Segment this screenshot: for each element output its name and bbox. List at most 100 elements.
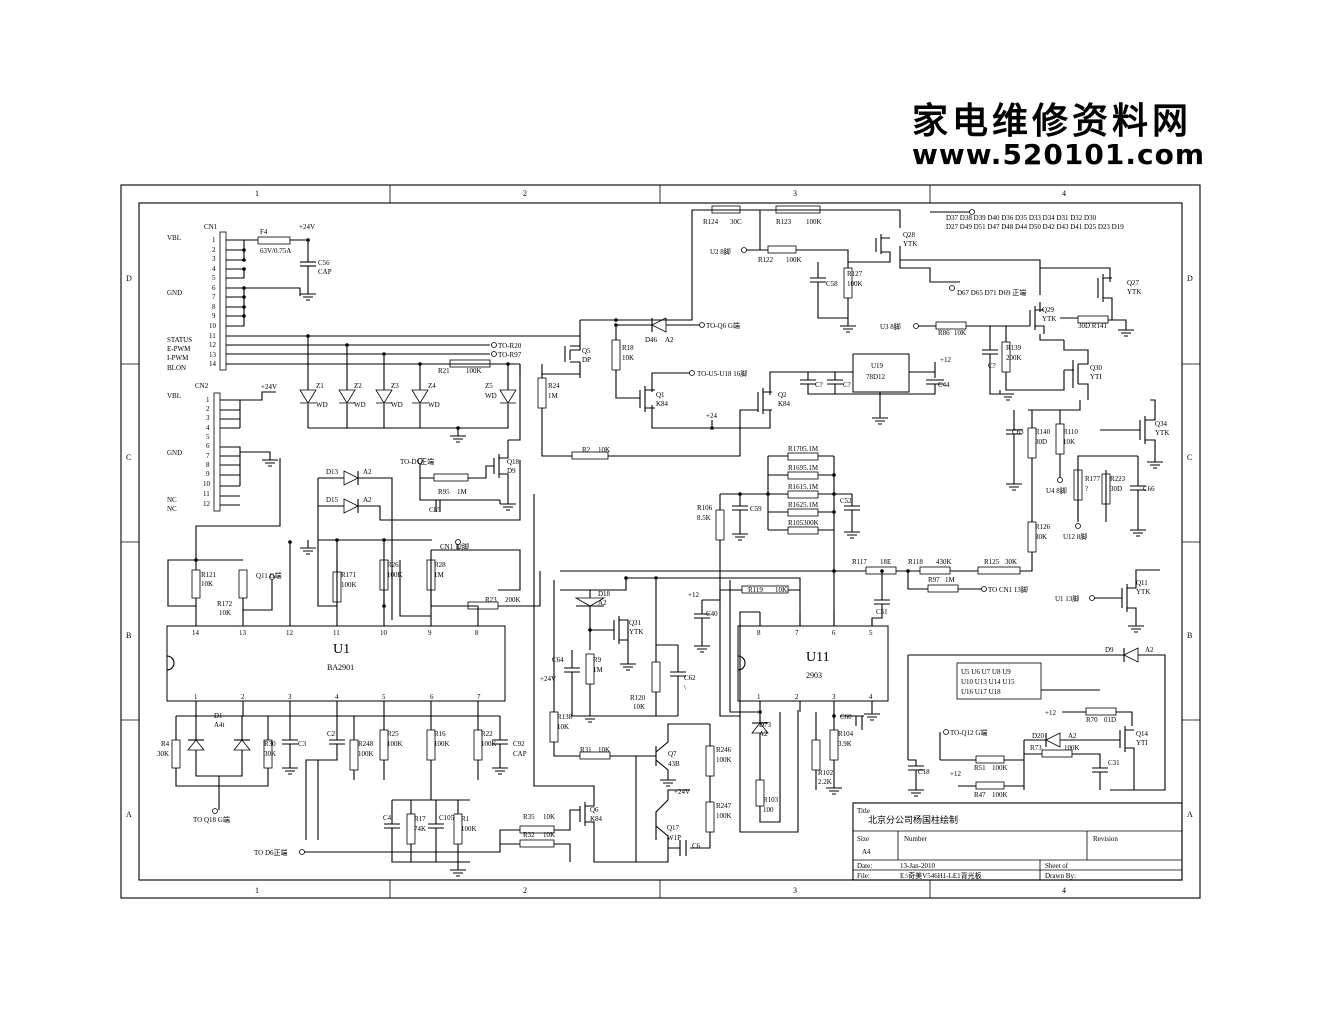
net-to-d1: TO-D1正端 (400, 457, 434, 466)
c105-ref: C105 (439, 814, 455, 822)
r70-value: 01D (1104, 716, 1116, 724)
title-value: 北京分公司杨国柱绘制 (868, 814, 958, 825)
net-24v-q17: +24V (674, 788, 690, 796)
r4-value: 30K (157, 750, 169, 758)
fuse-f4: F4 63V/0.75A +24V C56 CAP (257, 223, 332, 301)
r140-area: C63 R140 30D R110 10K U4 8脚 R177 ? R223 … (1006, 410, 1155, 565)
r47-value: 100K (992, 791, 1008, 799)
r97-ref: R97 (928, 576, 940, 584)
net-to-u5: TO-U5-U18 16脚 (697, 369, 747, 378)
q31-value: YTK (629, 628, 643, 636)
d18-value: A2 (598, 599, 607, 607)
c2-ref: C2 (327, 730, 336, 738)
net-to-r97: TO-R97 (498, 351, 522, 359)
size-label: Size (857, 835, 869, 843)
r104-ref: R104 (838, 730, 854, 738)
r127-ref: R127 (847, 270, 863, 278)
r117-ref: R117 (852, 558, 867, 566)
frame-row-a-left: A (126, 810, 132, 819)
r246-value: 100K (716, 756, 732, 764)
r16-ref: R16 (434, 730, 446, 738)
r246-ref: R246 (716, 746, 732, 754)
r140-value: 30D (1035, 438, 1047, 446)
r122-value: 100K (786, 256, 802, 264)
net-24v-cn1: +24V (299, 223, 315, 231)
q17-ref: Q17 (667, 824, 680, 832)
q14-ref: Q14 (1136, 730, 1149, 738)
q31-ref: Q31 (629, 619, 642, 627)
z1-value: WD (316, 401, 328, 409)
r140-ref: R140 (1035, 428, 1051, 436)
frame-col-3-bottom: 3 (793, 886, 797, 895)
r2-value: 10K (598, 446, 610, 454)
q14-value: YTI (1136, 739, 1148, 747)
cn1-pin-2: 2 (212, 246, 216, 254)
net-12-c40: +12 (688, 591, 699, 599)
r28-value: 1M (434, 571, 445, 579)
cn2-pin-11: 11 (203, 490, 210, 498)
u1-part: BA2901 (327, 663, 354, 672)
q14-area: D9 A2 U5 U6 U7 U8 U9 U10 U13 U14 U15 U16… (907, 646, 1166, 799)
cn1-pin-1: 1 (212, 236, 216, 244)
r248-ref: R248 (358, 740, 374, 748)
drawing-frame: 1 2 3 4 1 2 3 4 D C B A D C B A (120, 184, 1201, 899)
net-q11-g: Q11 G端 (256, 571, 282, 580)
r119-value: 10K (775, 586, 787, 594)
u1-pin-11: 11 (333, 629, 340, 637)
r86-ref: R86 (938, 329, 950, 337)
q30-value: YTI (1090, 373, 1102, 381)
r223-ref: R223 (1110, 475, 1126, 483)
c52-ref: C52 (840, 497, 852, 505)
frame-col-3-top: 3 (793, 189, 797, 198)
c51-ref: C51 (876, 608, 888, 616)
r30-value: 30K (264, 750, 276, 758)
d-list-3: D67 D65 D71 D69 正端 (957, 288, 1026, 297)
q5-ref: Q5 (582, 347, 591, 355)
r35-ref: R35 (523, 813, 535, 821)
frame-row-d-left: D (126, 274, 132, 283)
r110-value: 10K (1063, 438, 1075, 446)
resistor-stack: R1705.1M R1695.1M R1615.1M R1625.1M R105… (697, 445, 860, 717)
r104-value: 3.9K (838, 740, 852, 748)
q11-ref: Q11 (1136, 579, 1148, 587)
c31-ref: C31 (1108, 759, 1120, 767)
cn1-pin-6: 6 (212, 284, 216, 292)
frame-col-4-top: 4 (1062, 189, 1066, 198)
q18-value: D9 (507, 467, 516, 475)
c92-value: CAP (513, 750, 527, 758)
r97-value: 1M (945, 576, 956, 584)
r28-ref: R28 (434, 561, 446, 569)
u11-pin-7: 7 (795, 629, 799, 637)
u1-bottom-components: TO Q18 G端 D1 A4t R4 30K R30 30K C3 C2 R2… (157, 712, 527, 877)
r21-value: 100K (466, 367, 482, 375)
cn2-label-nc-2: NC (167, 505, 177, 513)
d1-ref: D1 (214, 712, 223, 720)
c66-ref: C66 (1143, 485, 1155, 493)
u1-pin-2: 2 (241, 693, 245, 701)
d46-value: A2 (665, 336, 674, 344)
cn1-pin-7: 7 (212, 293, 216, 301)
u1-pin-9: 9 (428, 629, 432, 637)
title-label: Title (857, 807, 870, 815)
size-value: A4 (862, 848, 871, 856)
z4-value: WD (428, 401, 440, 409)
c62-ref: C62 (684, 674, 696, 682)
r138-ref: R138 (557, 713, 573, 721)
z3-value: WD (391, 401, 403, 409)
u1-ref: U1 (333, 642, 350, 657)
r106-value: 8.5K (697, 514, 711, 522)
r172-value: 10K (219, 609, 231, 617)
net-12-r47: +12 (950, 770, 961, 778)
q6-ref: Q6 (590, 806, 599, 814)
r23-value: 200K (505, 596, 521, 604)
r86-value: 10K (954, 329, 966, 337)
r122-ref: R122 (758, 256, 774, 264)
frame-row-c-right: C (1187, 453, 1192, 462)
r105: R105300K (788, 519, 819, 527)
d73-ref: D73 (759, 721, 772, 729)
r120-ref: R120 (630, 694, 646, 702)
net-12-r70: +12 (1045, 709, 1056, 717)
cn1-pin-11: 11 (209, 332, 216, 340)
cn1-pin-14: 14 (209, 360, 217, 368)
u11-pin-6: 6 (832, 629, 836, 637)
